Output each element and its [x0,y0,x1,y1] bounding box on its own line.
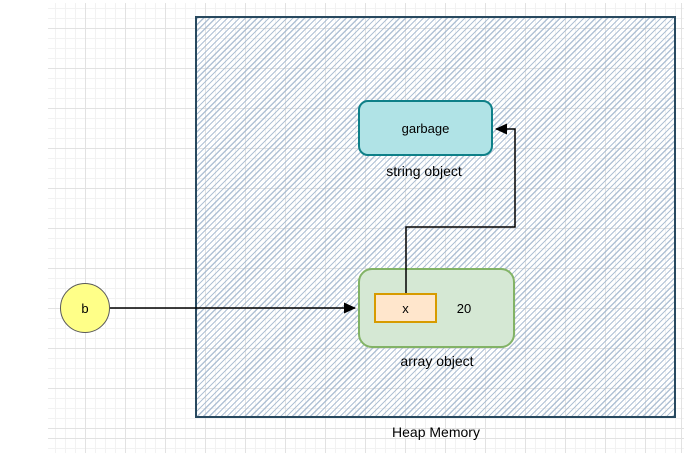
array-object-caption: array object [400,353,474,369]
array-element-value: 20 [456,300,472,316]
heap-memory-label: Heap Memory [392,424,480,440]
variable-b-node[interactable]: b [60,283,110,333]
array-field-x-cell[interactable]: x [374,293,437,323]
variable-b-label: b [81,300,89,316]
string-object-caption: string object [386,163,462,179]
string-object-value: garbage [401,120,450,136]
array-field-x-label: x [402,300,409,316]
string-object-node[interactable]: garbage [358,100,493,156]
